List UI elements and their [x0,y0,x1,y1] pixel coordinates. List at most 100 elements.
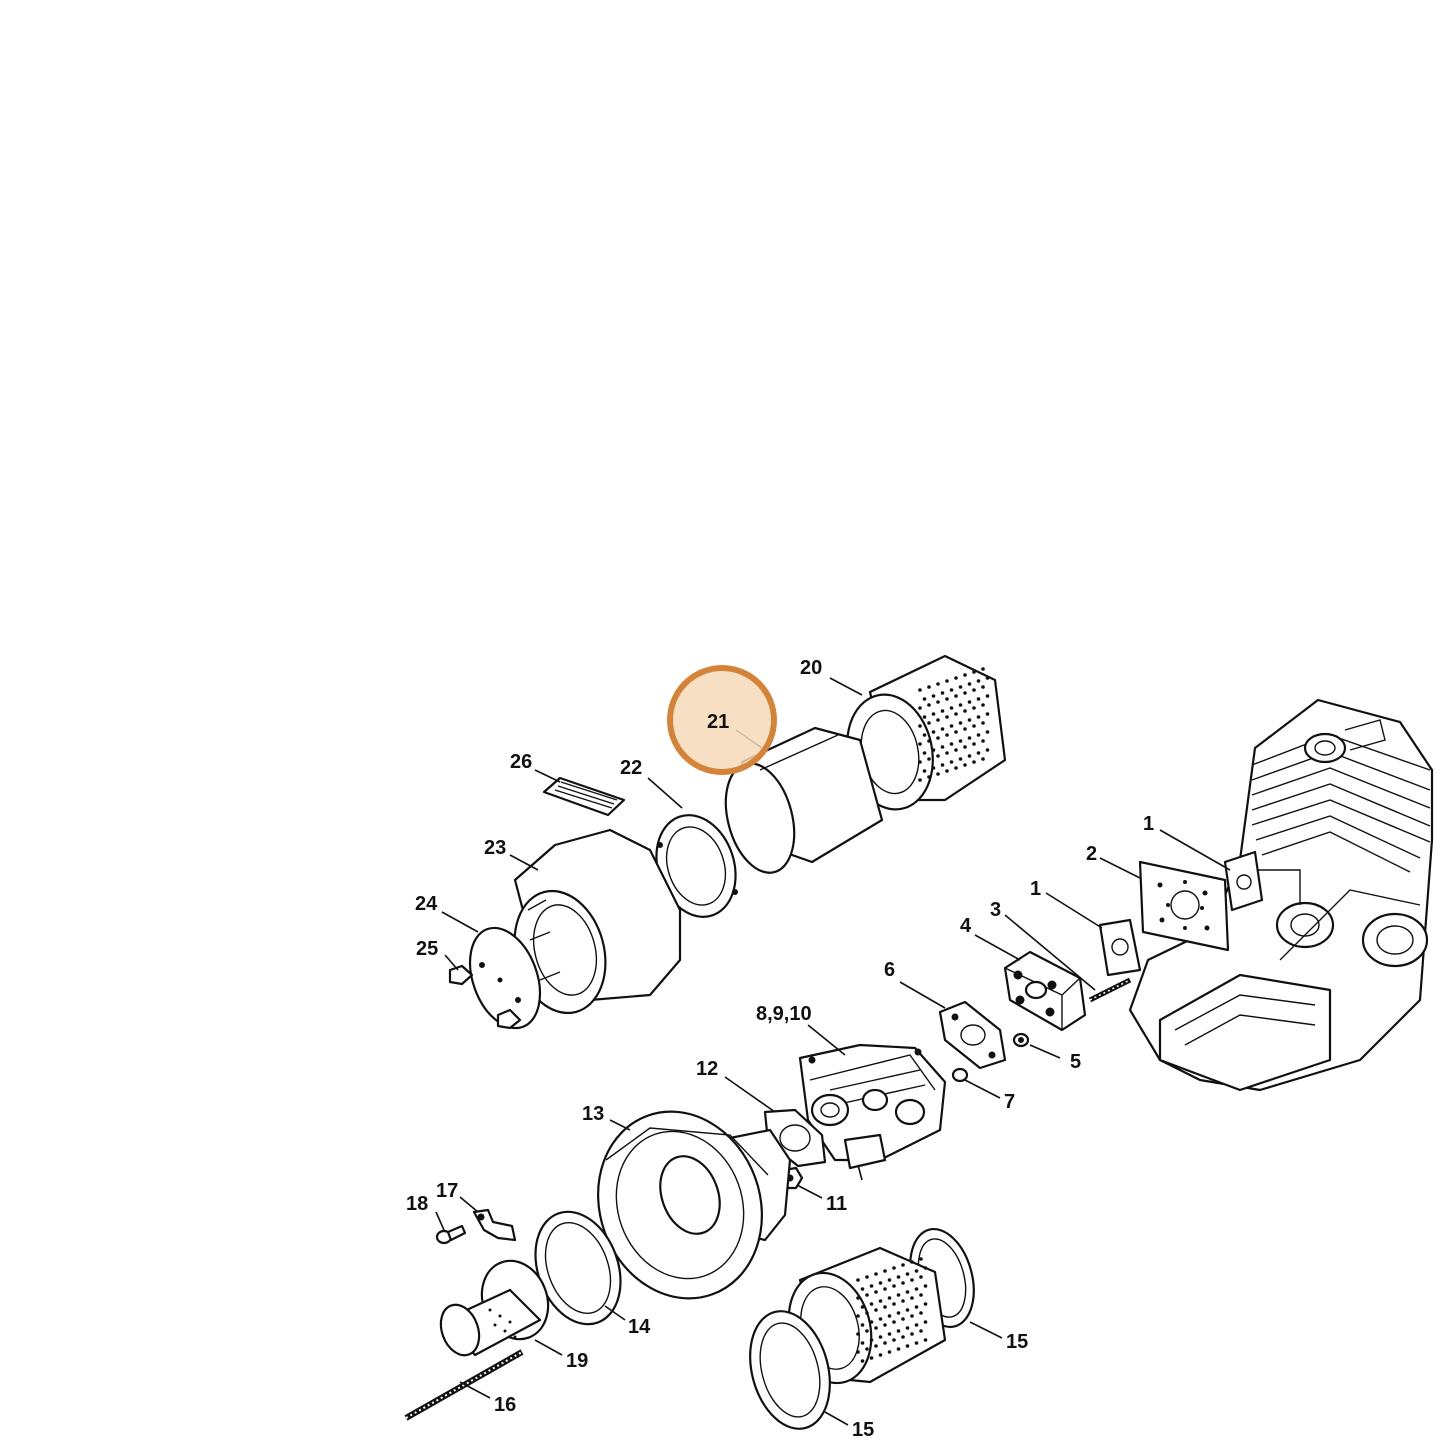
perforation-dot [985,730,990,734]
perforation-dot [976,679,981,683]
perforation-dot [967,682,972,686]
gasket-6 [938,1000,1007,1070]
stud-3 [1088,977,1132,1003]
perforation-dot [887,1350,892,1354]
perforation-dot [954,712,958,716]
gasket-1-lower [1098,918,1142,977]
perforation-dot [874,1272,878,1276]
label-plate-26 [542,776,626,817]
perforation-dot [936,682,940,686]
label-23: 23 [484,837,506,859]
perforation-dot [981,721,985,725]
screw-18 [435,1224,467,1245]
perforation-dot [940,763,945,767]
perforation-dot [918,706,922,710]
sealing-disc-15-left [749,1310,831,1430]
perforation-dot [914,1341,919,1345]
perforation-dot [869,1284,874,1288]
perforation-dot [922,751,927,755]
perforation-dot [918,742,922,746]
perforation-dot [887,1296,892,1300]
perforation-dot [892,1320,896,1324]
perforation-dot [927,757,931,761]
perforation-dot [976,715,981,719]
perforation-dot [963,691,967,695]
label-26: 26 [510,751,532,773]
perforation-dot [860,1341,865,1345]
prefilter-19 [439,1259,550,1357]
perforation-dot [967,754,972,758]
perforation-dot [958,739,963,743]
label-4: 4 [960,915,972,937]
perforation-dot [919,1311,923,1315]
label-22: 22 [620,757,642,779]
perforation-dot [878,1335,883,1339]
perforation-dot [923,1302,928,1306]
perforation-dot [936,754,940,758]
perforation-dot [981,667,985,671]
perforation-dot [856,1314,860,1318]
perforation-dot [972,706,976,710]
perforation-dot [918,760,922,764]
label-24: 24 [415,893,438,915]
label-16: 16 [494,1394,516,1416]
perforation-dot [981,739,985,743]
perforation-dot [878,1281,883,1285]
perforation-dot [936,736,940,740]
perforation-dot [883,1323,887,1327]
perforation-dot [892,1284,896,1288]
perforation-dot [967,718,972,722]
label-1-lower: 1 [1030,878,1041,900]
perforation-dot [901,1335,905,1339]
perforation-dot [918,688,922,692]
perforation-dot [892,1338,896,1342]
perforation-dot [972,724,976,728]
perforation-dot [949,760,954,764]
perforation-dot [923,1266,928,1270]
perforation-dot [985,712,990,716]
perforation-dot [963,745,967,749]
label-2: 2 [1086,843,1097,865]
perforation-dot [896,1275,901,1279]
perforation-dot [905,1272,910,1276]
label-7: 7 [1004,1091,1015,1113]
perforation-dot [985,748,990,752]
filter-sleeve-21 [724,726,884,874]
perforation-dot [865,1275,869,1279]
intake-plate-2 [1138,860,1230,952]
perforation-dot [856,1278,860,1282]
perforation-dot [910,1296,914,1300]
perforation-dot [954,676,958,680]
perforation-dot [905,1308,910,1312]
perforation-dot [922,715,927,719]
label-15-bottom: 15 [852,1419,874,1441]
label-19: 19 [566,1350,588,1372]
perforation-dot [963,727,967,731]
perforation-dot [923,1338,928,1342]
perforation-dot [972,742,976,746]
perforation-dot [927,721,931,725]
perforation-dot [931,766,936,770]
highlight-circle[interactable] [667,665,777,775]
perforation-dot [931,730,936,734]
perforation-dot [905,1344,910,1348]
perforation-dot [923,1320,928,1324]
perforation-dot [874,1308,878,1312]
perforation-dot [963,709,967,713]
perforation-dot [878,1353,883,1357]
carburetor-8-9-10 [798,1043,947,1181]
perforation-dot [896,1293,901,1297]
perforation-dot [869,1320,874,1324]
perforation-dot [901,1281,905,1285]
perforation-dot [922,733,927,737]
perforation-dot [967,700,972,704]
perforation-dot [901,1299,905,1303]
perforation-dot [972,688,976,692]
perforation-dot [919,1329,923,1333]
perforation-dot [887,1332,892,1336]
perforation-dot [860,1287,865,1291]
carburetor-flange-4 [1003,950,1087,1032]
perforation-dot [954,748,958,752]
perforation-dot [945,769,949,773]
perforation-dot [954,766,958,770]
